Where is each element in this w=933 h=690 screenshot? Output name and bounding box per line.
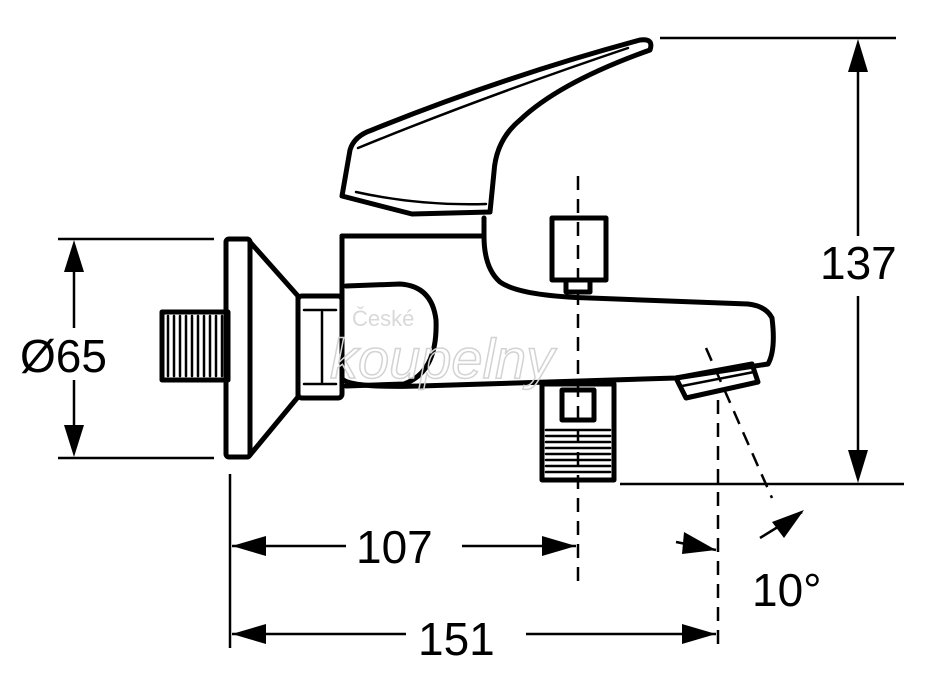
threaded-inlet: [159, 309, 231, 383]
height-label: 137: [820, 237, 897, 289]
total-length-dimension: 151: [232, 613, 716, 665]
height-dimension: 137: [620, 36, 904, 486]
length-to-outlet-dimension: 107: [228, 474, 576, 648]
length-to-outlet-label: 107: [356, 521, 433, 573]
diameter-dimension: Ø65: [20, 237, 214, 460]
watermark-line1: České: [352, 306, 414, 331]
watermark-line2: koupelny: [330, 327, 557, 390]
watermark: České koupelny: [329, 306, 558, 391]
wall-flange: [223, 236, 301, 460]
spout-angle-dimension: 10°: [675, 510, 822, 616]
diameter-label: Ø65: [20, 330, 107, 382]
spout-angle-label: 10°: [752, 564, 822, 616]
lever-handle: [339, 37, 654, 217]
spout-angle-line: [704, 347, 774, 499]
total-length-label: 151: [418, 613, 495, 665]
mixer-body: [339, 215, 776, 389]
spout-aerator: [673, 361, 761, 401]
